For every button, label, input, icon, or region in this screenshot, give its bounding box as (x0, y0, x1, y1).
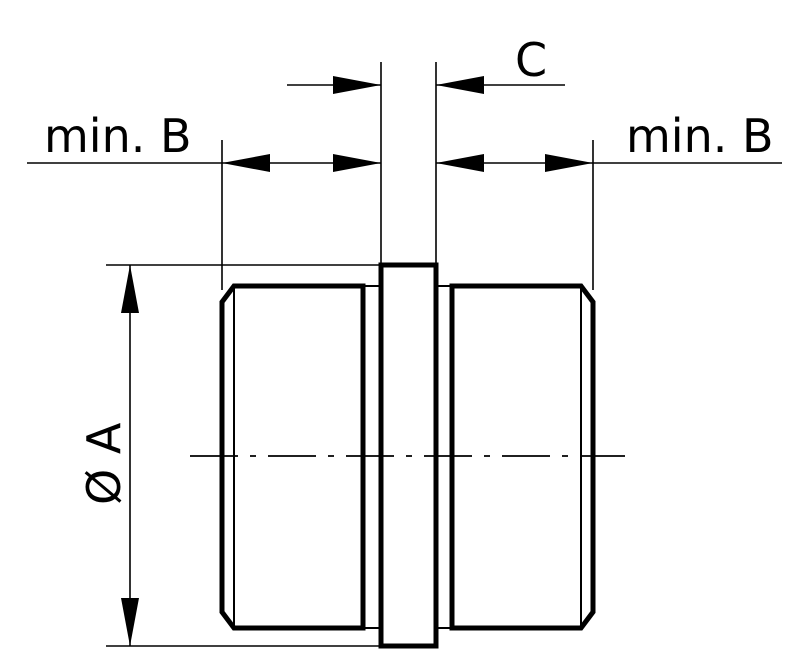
label-diameter-a: Ø A (77, 422, 131, 505)
center-flange (378, 262, 439, 649)
right-sleeve (436, 283, 596, 631)
dimension-b (27, 154, 782, 172)
label-min-b-right: min. B (626, 109, 774, 163)
dimension-c (287, 76, 565, 94)
label-min-b-left: min. B (44, 109, 192, 163)
dimension-a (121, 265, 139, 646)
label-c: C (515, 33, 547, 87)
left-sleeve (219, 283, 381, 631)
